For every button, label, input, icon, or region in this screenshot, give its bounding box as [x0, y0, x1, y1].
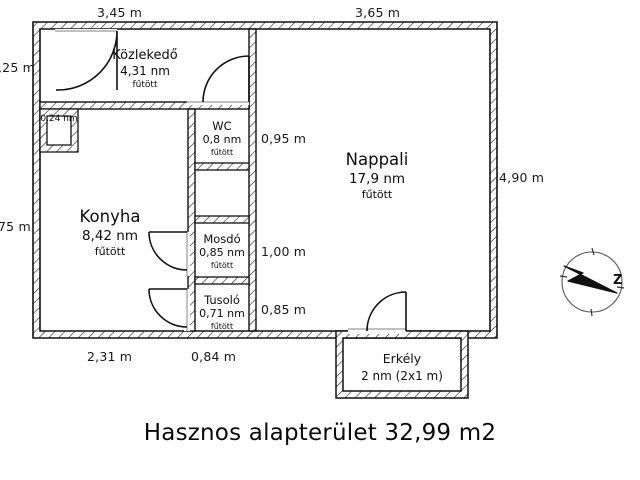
dimension-mosdo-depth: 1,00 m [261, 244, 307, 259]
room-area-nappali: 17,9 nm [348, 170, 406, 187]
door-swing-mosdo [148, 231, 188, 271]
room-name-mosdo: Mosdó [203, 232, 241, 246]
room-area-tiny-closet: 0,24 nm [40, 114, 78, 124]
compass-needle [563, 265, 618, 294]
room-area-konyha: 8,42 nm [81, 227, 139, 244]
wall-mosdo-bottom [194, 276, 250, 285]
exterior-walls [32, 21, 498, 339]
dimension-tusolo-depth: 0,85 m [261, 302, 307, 317]
room-label-mosdo: Mosdó 0,85 nm fűtött [199, 232, 245, 271]
room-label-kozlekedo: Közlekedő 4,31 nm fűtött [112, 48, 178, 92]
balcony-name: Erkély [382, 351, 422, 366]
dimension-right-outer: 4,90 m [499, 170, 545, 185]
room-heating-kozlekedo: fűtött [132, 79, 158, 90]
room-name-konyha: Konyha [79, 207, 141, 226]
compass-center-dot [591, 280, 595, 284]
balcony-wall-ring [335, 330, 469, 399]
balcony-area: 2 nm (2x1 m) [361, 368, 443, 383]
wall-tiny-closet [39, 108, 79, 153]
wall-wc-bottom [194, 162, 250, 171]
room-label-tiny-closet: 0,24 nm [40, 114, 77, 126]
room-label-tusolo: Tusoló 0,71 nm fűtött [199, 293, 245, 332]
room-area-tusolo: 0,71 nm [199, 307, 245, 321]
room-label-wc: WC 0,8 nm fűtött [203, 119, 242, 158]
room-name-wc: WC [212, 119, 232, 133]
room-label-konyha: Konyha 8,42 nm fűtött [80, 207, 141, 259]
room-heating-tusolo: fűtött [210, 321, 234, 331]
room-heating-wc: fűtött [210, 147, 234, 157]
door-swing-nappali [202, 55, 250, 103]
page-title: Hasznos alapterület 32,99 m2 [143, 420, 497, 446]
room-heating-konyha: fűtött [94, 245, 126, 259]
interior-walls [39, 28, 257, 332]
room-name-nappali: Nappali [345, 150, 409, 169]
room-label-nappali: Nappali 17,9 nm fűtött [346, 150, 409, 202]
compass-label-z: Z [613, 273, 623, 288]
dimension-wc-depth: 0,95 m [261, 131, 307, 146]
doors [55, 29, 407, 332]
compass-tick-w [559, 275, 568, 278]
room-name-kozlekedo: Közlekedő [112, 48, 178, 63]
dimension-bottom-left: 2,31 m [87, 349, 133, 364]
room-area-wc: 0,8 nm [202, 133, 242, 147]
wall-storage-bottom [194, 215, 250, 224]
room-heating-nappali: fűtött [361, 188, 393, 202]
wall-nappali-divider [248, 28, 257, 332]
dimension-top-right: 3,65 m [355, 5, 401, 20]
compass-tick-s [590, 308, 593, 317]
compass-rose [559, 247, 625, 317]
door-swing-entrance [57, 30, 118, 91]
dimension-left-upper: ,25 m [0, 60, 36, 75]
compass-tick-e [616, 286, 625, 289]
room-heating-mosdo: fűtött [210, 260, 234, 270]
door-swing-balcony [366, 291, 407, 332]
balcony-label: Erkély 2 nm (2x1 m) [361, 351, 443, 384]
dimension-bottom-mid: 0,84 m [191, 349, 237, 364]
room-area-mosdo: 0,85 nm [199, 246, 245, 260]
dimension-left-lower: 75 m [0, 219, 31, 234]
room-name-tusolo: Tusoló [204, 293, 240, 307]
wall-kozlekedo-bottom [39, 101, 250, 110]
balcony-structure [335, 328, 469, 399]
outer-wall-ring [32, 21, 498, 339]
door-swing-tusolo [148, 288, 188, 328]
room-area-kozlekedo: 4,31 nm [120, 64, 170, 79]
compass-tick-n [591, 247, 595, 256]
dimension-top-left: 3,45 m [97, 5, 143, 20]
balcony-door-opening [348, 329, 406, 334]
